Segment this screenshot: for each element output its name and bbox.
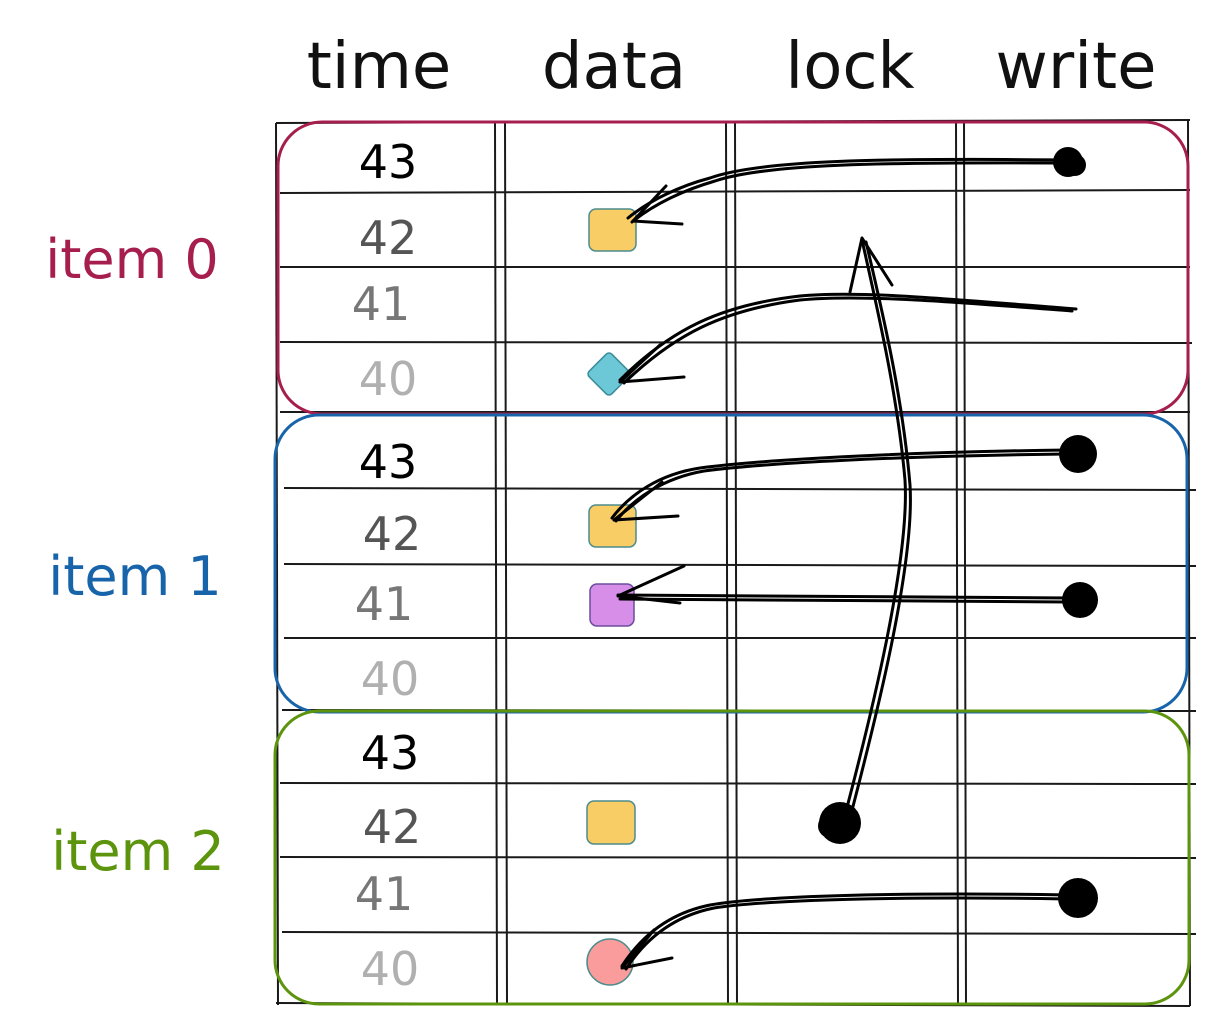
item-2-label: item 2 [51,820,225,883]
arrow-item1-write41-to-data41 [616,564,1072,605]
time-value: 43 [361,726,420,780]
time-value: 43 [359,435,418,489]
arrow-item1-write43-to-data42 [610,448,1070,523]
time-value: 41 [355,577,414,631]
time-value: 42 [359,211,418,265]
lock-dot [1059,435,1097,473]
arrow-item2-lock-to-item0-lock42 [843,236,912,820]
item-0-label: item 0 [45,228,219,291]
lock-dot [818,802,861,844]
grid-row-line [279,189,1191,194]
item-1-label: item 1 [48,545,222,608]
data-marker-square [586,800,636,845]
time-value: 41 [355,867,414,921]
grid-row-line [279,856,1197,859]
arrow-item0-write-to-data42 [626,157,1070,226]
grid-row-line [279,782,1197,785]
header-write: write [996,30,1157,104]
data-marker-square [588,208,637,252]
grid-col-divider-1 [494,121,508,1005]
lock-dot [1062,582,1098,618]
header-lock: lock [785,30,914,104]
time-value: 41 [352,277,411,331]
grid-row-line [279,341,1193,344]
header-data: data [542,30,686,104]
time-value: 40 [361,652,420,706]
data-marker-diamond [587,352,631,396]
grid-row-line [283,487,1197,491]
time-value: 43 [359,135,418,189]
data-marker-square [588,504,637,548]
grid-row-line [281,931,1197,935]
grid-row-line [283,563,1197,567]
time-value: 40 [361,942,420,996]
lock-dot [1053,147,1086,177]
time-value: 40 [359,352,418,406]
grid-border-left [275,122,279,1006]
header-time: time [307,30,452,104]
data-marker-circle [586,938,634,986]
grid-col-divider-3 [955,119,967,1006]
time-value: 42 [363,800,422,854]
grid-col-divider-2 [725,120,738,1005]
time-value: 42 [363,507,422,561]
item-2-box [273,709,1191,1006]
lock-dot [1058,878,1098,918]
arrow-item2-write41-to-data40 [620,892,1070,971]
arrow-item0-lock-to-data40 [618,292,1078,385]
